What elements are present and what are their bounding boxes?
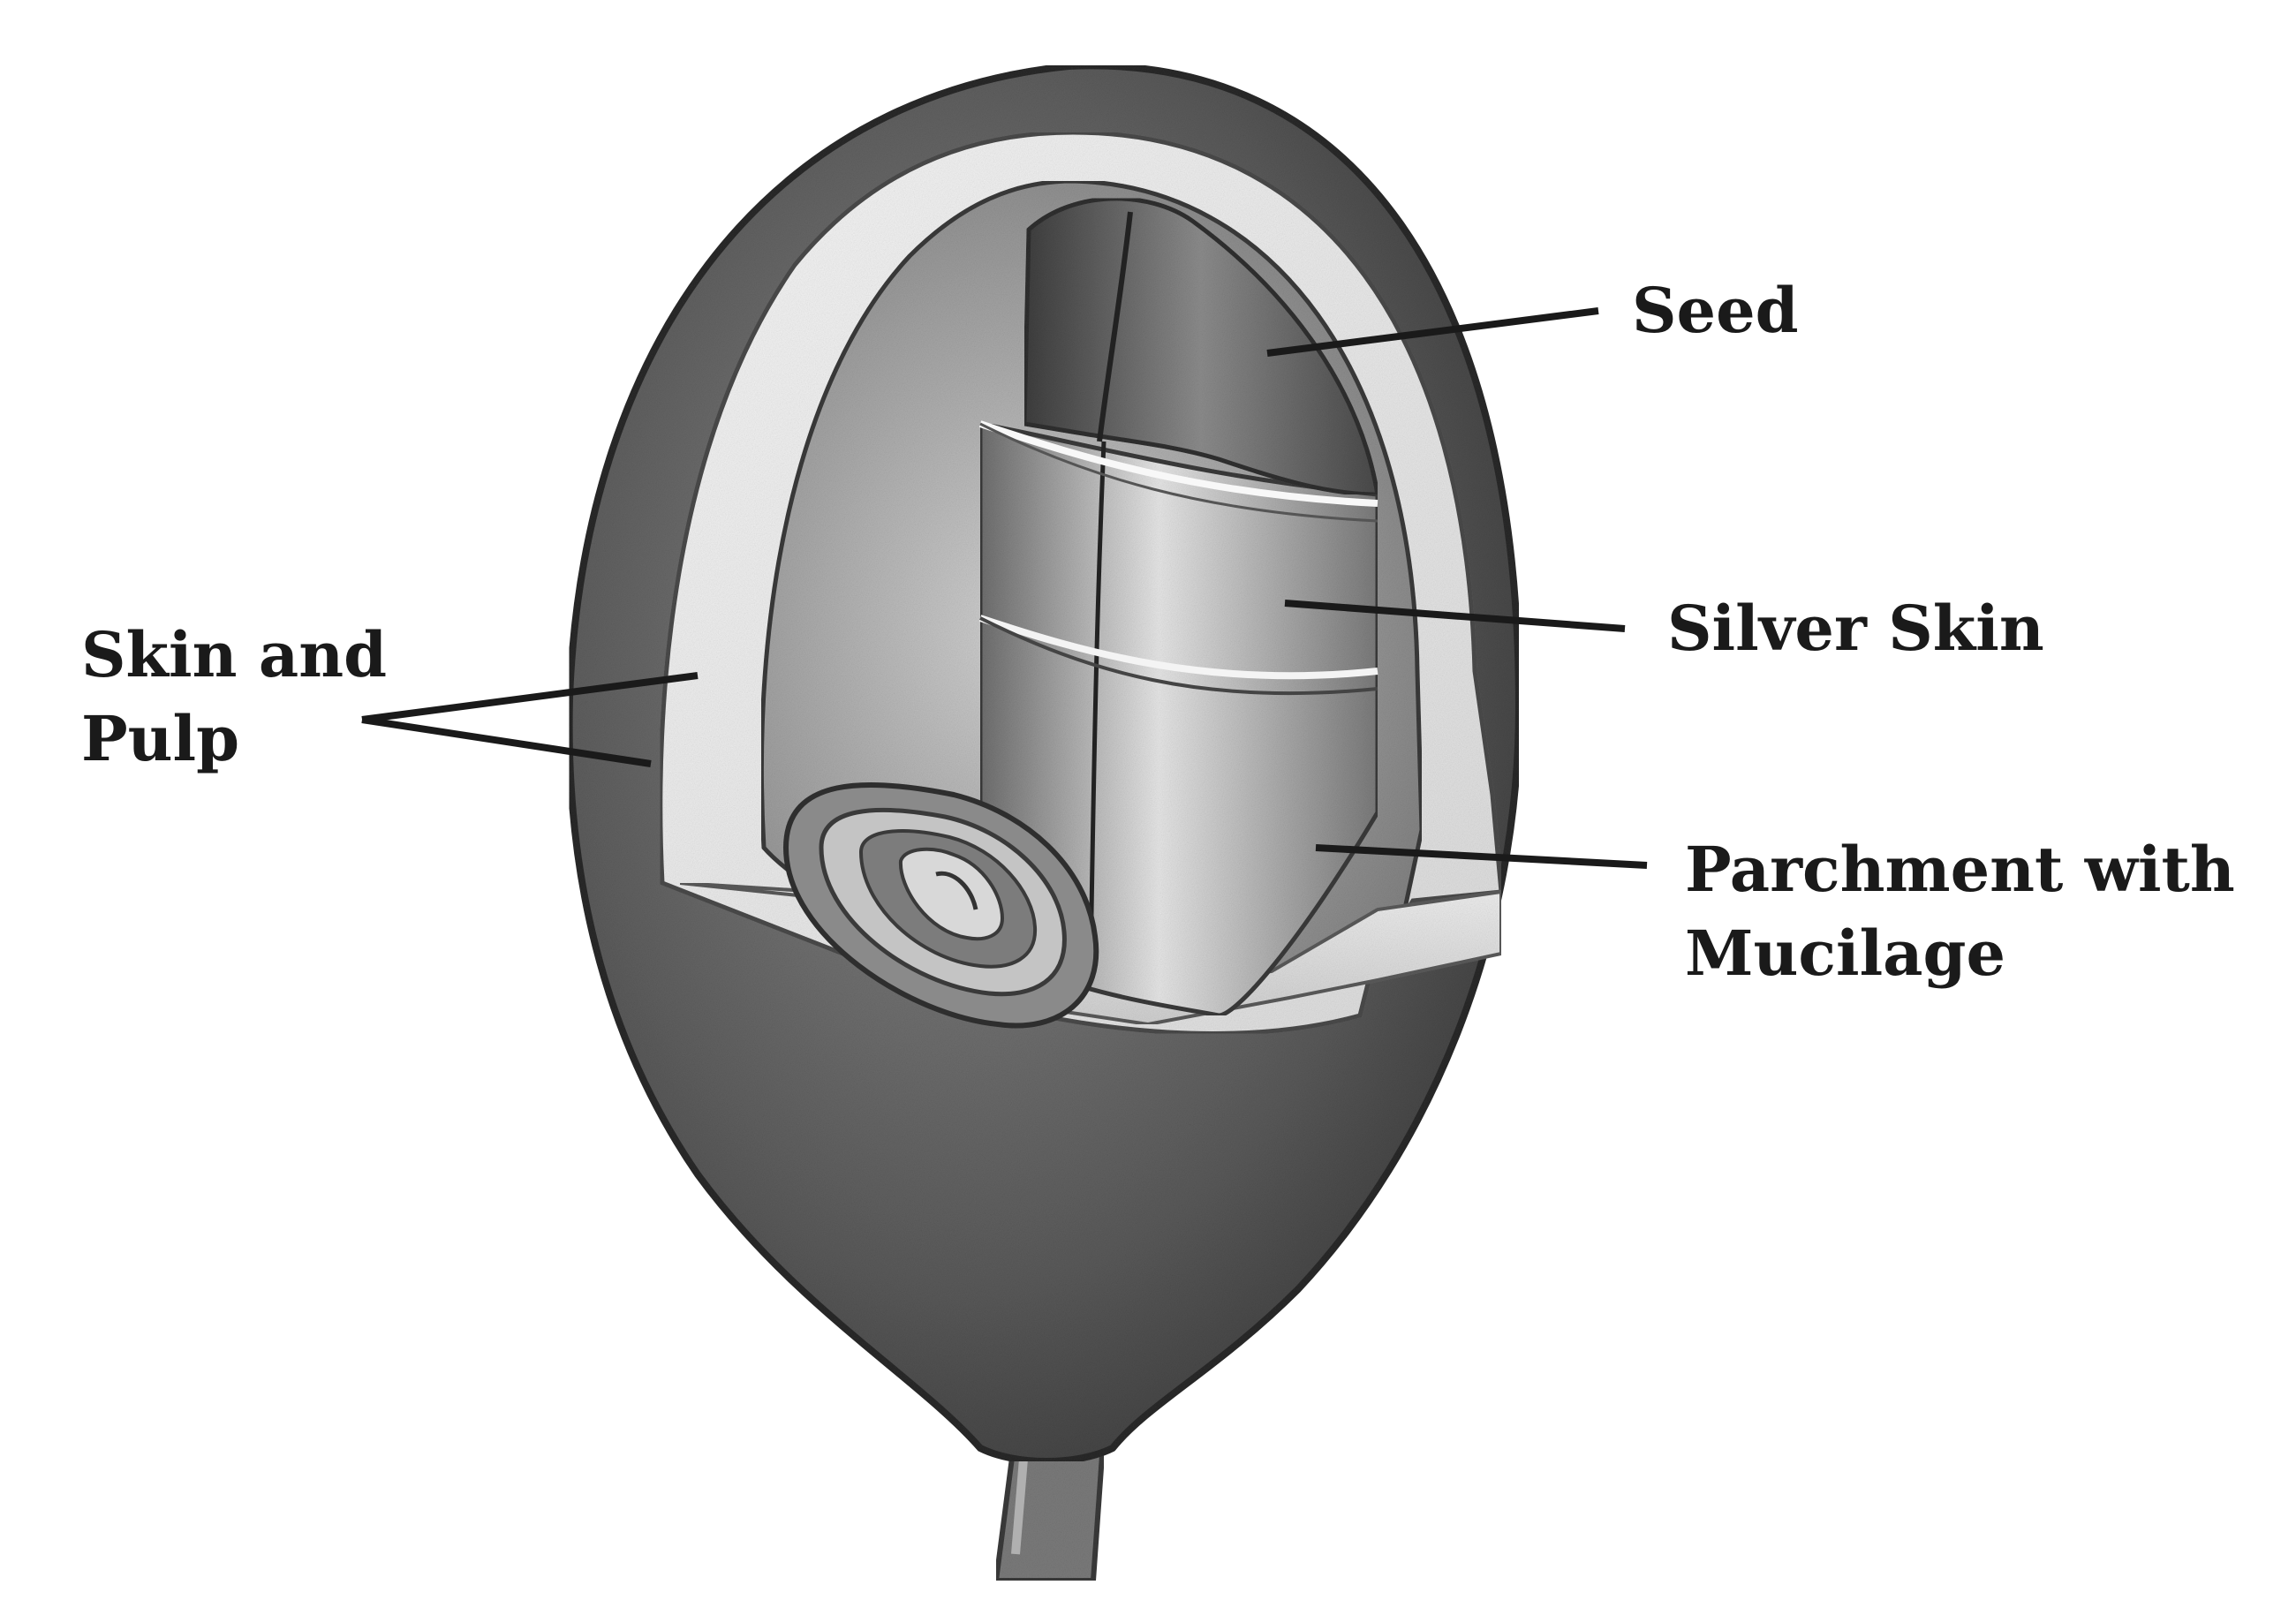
seed [1022,196,1380,497]
label-silver-skin: Silver Skin [1667,587,2044,671]
parchment-band [978,421,1380,1018]
label-seed-text: Seed [1632,274,1799,347]
label-parchment-line1: Parchment with [1685,833,2235,906]
leader-line-skin-pulp-lower [361,716,652,767]
label-skin-pulp-line2: Pulp [81,701,240,775]
leader-line-parchment [1315,844,1648,869]
label-skin-pulp-line1: Skin and [81,618,388,691]
label-parchment-line2: Mucilage [1685,916,2006,990]
leader-line-silver-skin [1284,600,1626,632]
leader-line-seed [1266,307,1599,357]
label-parchment-mucilage: Parchment with Mucilage [1685,828,2235,995]
label-seed: Seed [1632,269,1799,353]
leader-line-skin-pulp-upper [361,672,699,723]
label-skin-and-pulp: Skin and Pulp [81,614,387,781]
label-silver-skin-text: Silver Skin [1667,592,2044,665]
